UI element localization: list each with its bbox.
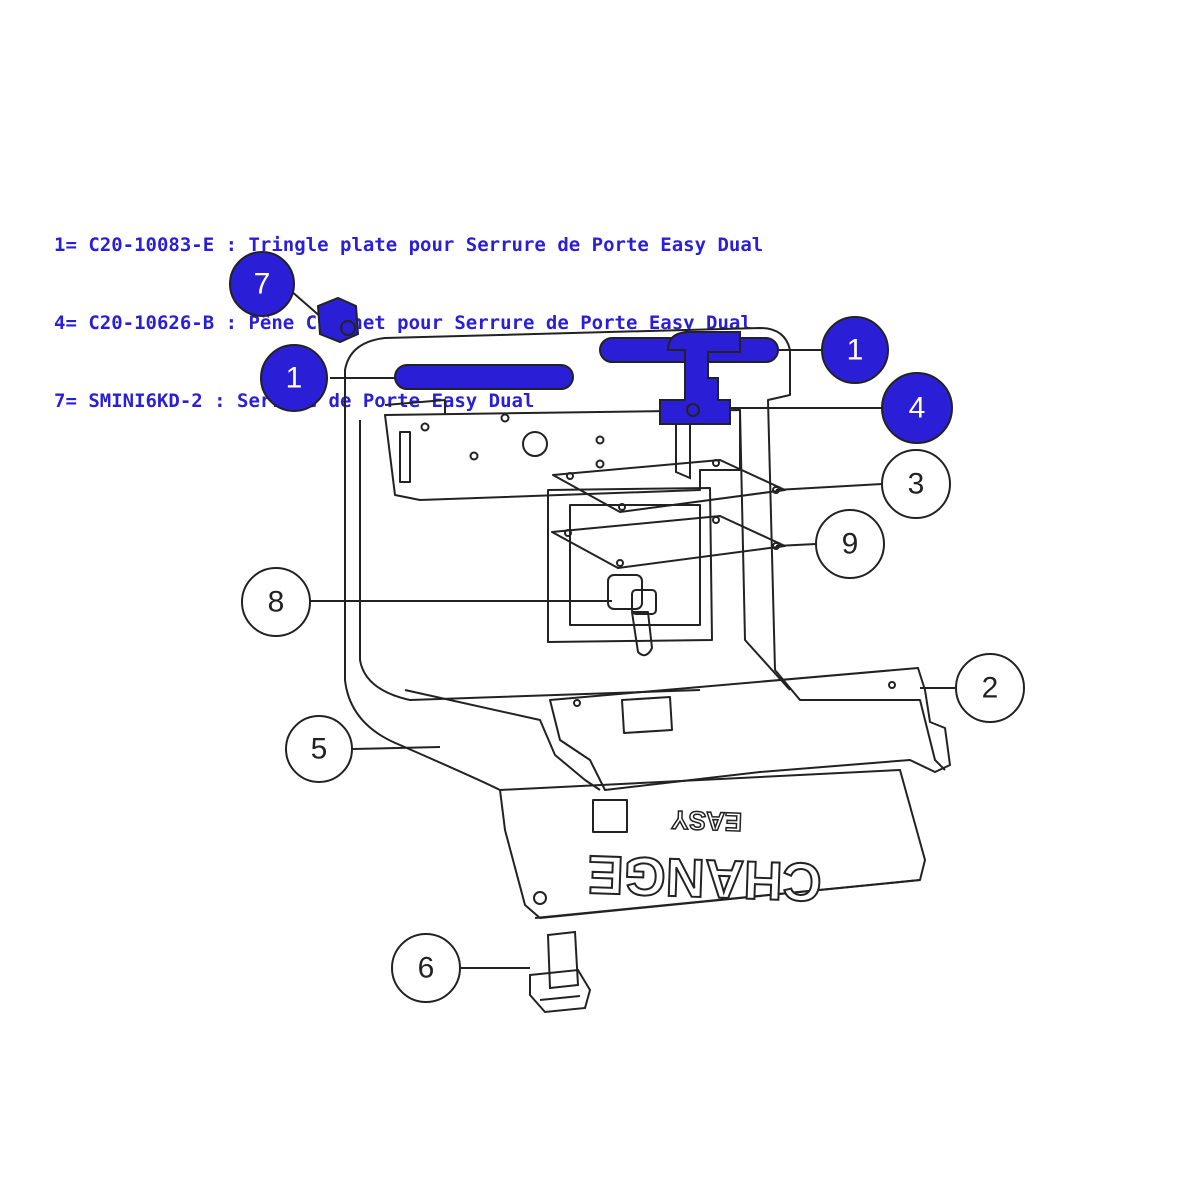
housing-inner-wall xyxy=(359,420,701,701)
leader-9 xyxy=(775,543,817,547)
plate-9-hole xyxy=(712,516,720,524)
upper-mounting-plate xyxy=(384,409,741,501)
upper-plate-slot xyxy=(399,431,411,483)
callout-7-label: 7 xyxy=(254,268,271,301)
hook-bolt-hole xyxy=(686,403,700,417)
callout-9-circle xyxy=(815,509,885,579)
callout-4-label: 4 xyxy=(909,392,926,425)
embossed-easy: EASY xyxy=(671,805,743,837)
door-hinge xyxy=(533,891,547,905)
legend-line-1: 1= C20-10083-E : Tringle plate pour Serr… xyxy=(54,234,764,256)
plate-9-hole xyxy=(564,529,572,537)
lock-part-7 xyxy=(316,296,360,344)
callout-3-circle xyxy=(881,449,951,519)
housing-inner-right xyxy=(739,409,791,691)
callout-8-circle xyxy=(241,567,311,637)
plate-2-cutout xyxy=(621,696,673,734)
callout-7-circle xyxy=(229,251,295,317)
callout-1-right-label: 1 xyxy=(847,334,864,367)
plate-hole xyxy=(595,435,605,445)
housing-outline xyxy=(344,327,946,771)
leader-7 xyxy=(289,289,323,319)
callout-3-label: 3 xyxy=(908,468,925,501)
flat-rod-left xyxy=(394,364,574,390)
plate-3-hole xyxy=(566,472,574,480)
plate-2-hole xyxy=(573,699,581,707)
lock-cylinder-body xyxy=(607,574,643,610)
plate-9-hole xyxy=(616,559,624,567)
plate-hole xyxy=(469,451,479,461)
callout-6-label: 6 xyxy=(418,952,435,985)
callout-5-circle xyxy=(285,715,353,783)
lock-nut xyxy=(631,589,657,615)
callout-2-label: 2 xyxy=(982,672,999,705)
upper-plate-tab xyxy=(384,399,446,415)
plate-2 xyxy=(549,667,951,791)
housing-floor xyxy=(404,689,601,791)
callout-8-label: 8 xyxy=(268,586,285,619)
embossed-change: CHANGE xyxy=(587,844,823,912)
plate-hole xyxy=(595,459,605,469)
hook-bolt xyxy=(659,331,741,425)
plate-3-hole xyxy=(618,503,626,511)
part-6-clip xyxy=(529,930,592,1014)
lock-window-inner xyxy=(569,504,701,626)
housing-left-wall xyxy=(344,410,501,791)
callout-1-left-circle xyxy=(260,344,328,412)
front-door-edge xyxy=(534,879,921,919)
callout-5-label: 5 xyxy=(311,733,328,766)
callout-6-circle xyxy=(391,933,461,1003)
lock-cam xyxy=(631,611,653,657)
callout-4-circle xyxy=(881,372,953,444)
plate-lock-hole xyxy=(522,431,548,457)
plate-hole xyxy=(500,413,510,423)
plate-9 xyxy=(551,515,786,569)
lock-part-7-keyway xyxy=(340,320,356,336)
callout-9-label: 9 xyxy=(842,528,859,561)
lock-window-frame xyxy=(547,487,713,643)
leader-5 xyxy=(351,746,441,750)
hook-bolt-tab xyxy=(675,424,691,480)
callout-1-right-circle xyxy=(821,316,889,384)
door-latch xyxy=(592,799,628,833)
callout-2-circle xyxy=(955,653,1025,723)
leader-3 xyxy=(775,483,883,491)
callout-1-left-label: 1 xyxy=(286,362,303,395)
plate-2-hole xyxy=(888,681,896,689)
plate-hole xyxy=(420,422,430,432)
plate-3-hole xyxy=(712,459,720,467)
